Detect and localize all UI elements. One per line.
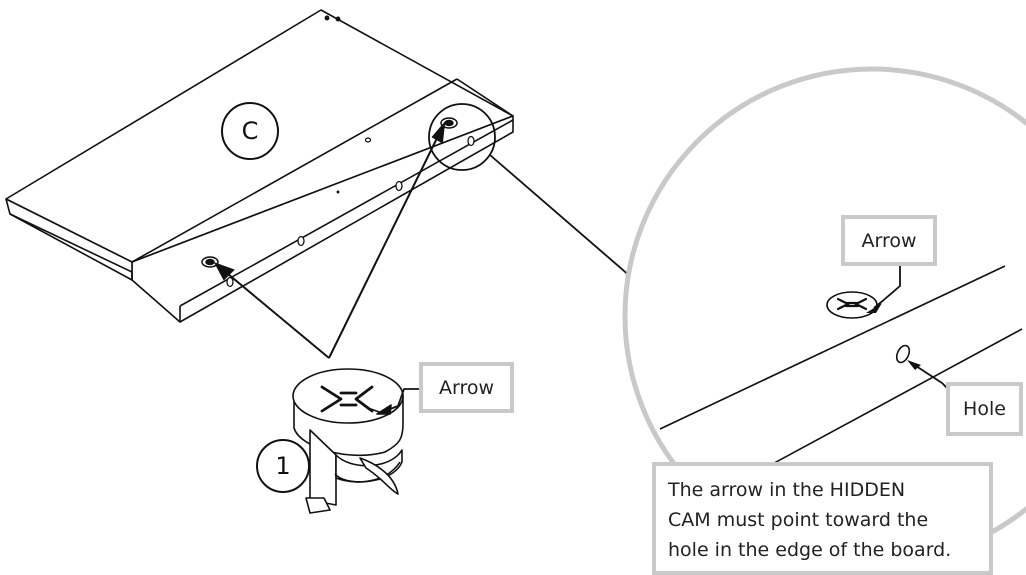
part-letter-badge: C (221, 102, 279, 160)
cam-fitting (292, 368, 425, 514)
arrow-label-cam: Arrow (419, 362, 514, 413)
instruction-note: The arrow in the HIDDEN CAM must point t… (652, 462, 993, 575)
note-line-2: CAM must point toward the (668, 509, 929, 531)
zoom-connector (489, 154, 639, 284)
zoom-hole (895, 344, 911, 364)
zoom-source-circle (428, 103, 496, 171)
board-c (5, 9, 514, 323)
step-number-badge: 1 (256, 439, 310, 493)
zoom-circle (622, 66, 1026, 566)
insertion-arrows (213, 120, 446, 359)
arrow-label-zoom: Arrow (841, 215, 937, 266)
note-line-1: The arrow in the HIDDEN (668, 479, 906, 501)
note-line-3: hole in the edge of the board. (668, 539, 952, 561)
board-holes (226, 15, 475, 288)
hole-label: Hole (946, 382, 1023, 436)
